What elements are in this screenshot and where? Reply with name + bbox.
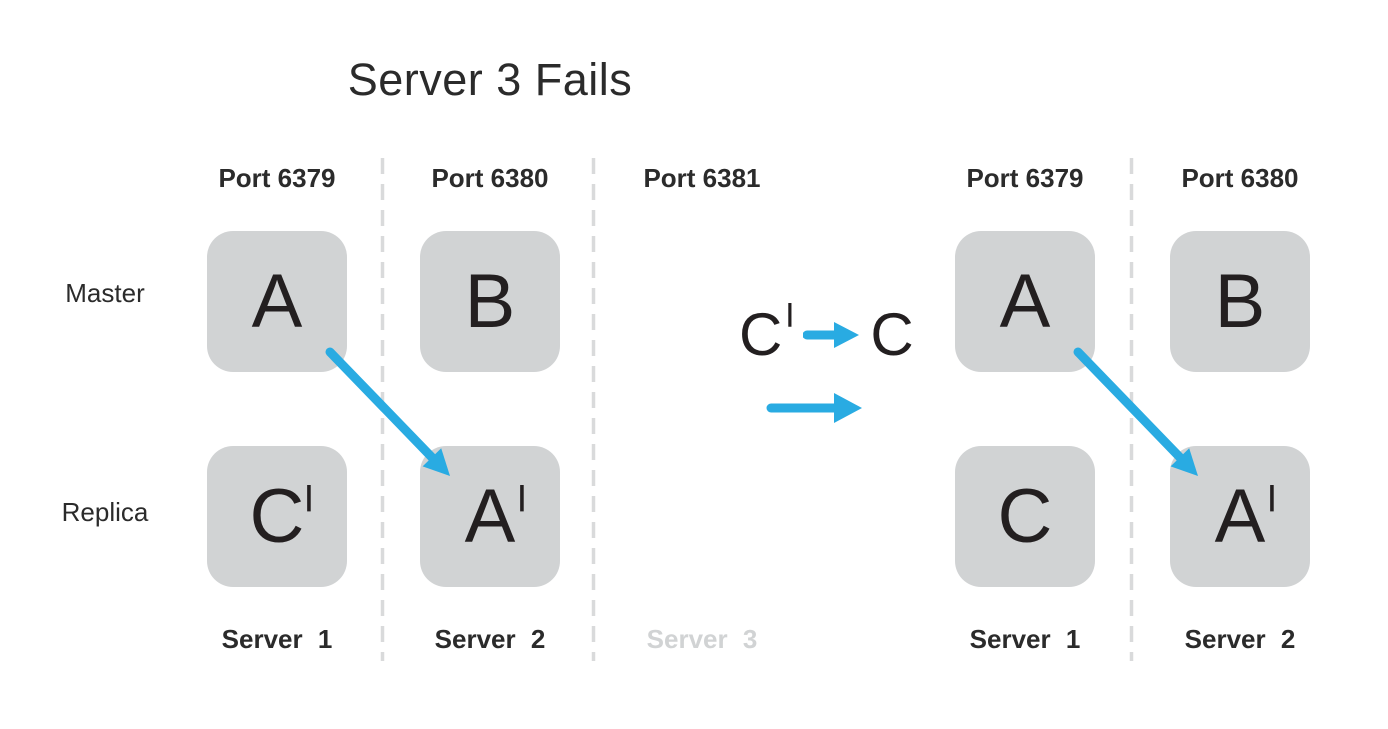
node-prime-mark: |: [305, 480, 313, 511]
promotion-from-prime-mark: |: [786, 298, 794, 327]
node-letter: A: [1214, 473, 1266, 559]
state-transition-arrow: [766, 393, 862, 423]
node-letter: A: [251, 258, 303, 344]
port-label-left-server2: Port 6380: [431, 163, 549, 193]
node-letter: C: [997, 473, 1053, 559]
server-label-right-1: Server 1: [969, 624, 1081, 654]
port-label-right-server1: Port 6379: [966, 163, 1084, 193]
node-left-server1-master: A: [207, 231, 347, 372]
server-label-left-2: Server 2: [434, 624, 546, 654]
node-letter: C: [249, 473, 305, 559]
node-prime-mark: |: [518, 480, 526, 511]
promotion-right-arrow-icon: [803, 322, 860, 348]
node-right-server2-replica: A |: [1170, 446, 1310, 587]
diagram-title: Server 3 Fails: [347, 54, 633, 105]
port-label-right-server2: Port 6380: [1181, 163, 1299, 193]
promotion-from-letter: C: [739, 301, 783, 368]
server-label-left-3-failed: Server 3: [646, 624, 758, 654]
row-label-replica: Replica: [61, 497, 149, 527]
node-left-server1-replica: C |: [207, 446, 347, 587]
node-prime-mark: |: [1268, 480, 1276, 511]
promotion-annotation: C | C: [739, 298, 914, 368]
port-label-left-server3: Port 6381: [643, 163, 761, 193]
promotion-to-letter: C: [870, 301, 914, 368]
node-left-server2-master: B: [420, 231, 560, 372]
node-left-server2-replica: A |: [420, 446, 560, 587]
node-right-server1-replica: C: [955, 446, 1095, 587]
node-letter: A: [464, 473, 516, 559]
server-label-right-2: Server 2: [1184, 624, 1296, 654]
node-right-server1-master: A: [955, 231, 1095, 372]
node-letter: B: [1214, 258, 1266, 344]
port-label-left-server1: Port 6379: [218, 163, 336, 193]
node-letter: A: [999, 258, 1051, 344]
node-letter: B: [464, 258, 516, 344]
server-label-left-1: Server 1: [221, 624, 333, 654]
node-right-server2-master: B: [1170, 231, 1310, 372]
row-label-master: Master: [65, 278, 145, 308]
